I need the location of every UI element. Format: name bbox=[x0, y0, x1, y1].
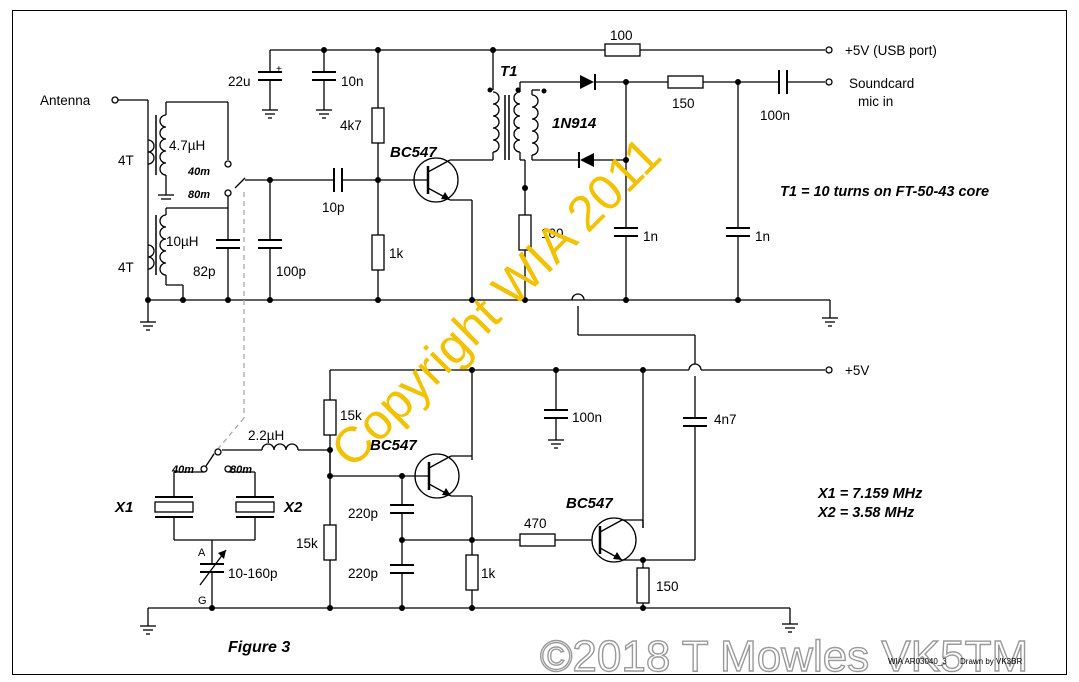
crystal-x2 bbox=[211, 471, 275, 564]
label-c82p: 82p bbox=[193, 264, 216, 279]
label-r150-bottom: 150 bbox=[656, 579, 679, 594]
figure-frame bbox=[12, 10, 1067, 675]
label-c10p: 10p bbox=[322, 200, 345, 215]
label-r100-collector: 100 bbox=[541, 226, 564, 241]
label-4t-lower: 4T bbox=[118, 260, 134, 275]
label-usb-supply: +5V (USB port) bbox=[845, 43, 937, 58]
label-r1k-bottom: 1k bbox=[481, 566, 496, 581]
label-d1: 1N914 bbox=[552, 115, 597, 132]
capacitor-10n bbox=[312, 71, 336, 119]
label-c1n-b: 1n bbox=[755, 229, 770, 244]
resistor-1k-bottom bbox=[465, 554, 479, 608]
diode-lower bbox=[578, 82, 627, 228]
label-l10: 10µH bbox=[166, 234, 199, 249]
crystal-x1 bbox=[154, 471, 255, 541]
label-c4n7: 4n7 bbox=[714, 412, 737, 427]
label-l47: 4.7µH bbox=[169, 138, 205, 153]
figure-caption: Figure 3 bbox=[228, 639, 290, 656]
label-mic-in: mic in bbox=[858, 94, 893, 109]
label-4t-upper: 4T bbox=[118, 153, 134, 168]
trimmer-capacitor bbox=[199, 549, 227, 608]
resistor-15k-lower bbox=[323, 524, 337, 608]
label-q2: BC547 bbox=[370, 437, 417, 454]
capacitor-220p-upper bbox=[390, 476, 414, 565]
resistor-1k-top bbox=[371, 234, 385, 300]
label-supply-bottom: +5V bbox=[845, 363, 869, 378]
ref-number: WIA AR03040_3 bbox=[888, 657, 947, 666]
label-q3: BC547 bbox=[566, 495, 613, 512]
label-trimmer-g: G bbox=[198, 595, 207, 607]
label-40m-bottom: 40m bbox=[171, 464, 194, 476]
transformer-t1 bbox=[492, 81, 580, 215]
label-antenna: Antenna bbox=[40, 93, 91, 108]
label-trimmer-a: A bbox=[198, 547, 206, 559]
label-c100n-top: 100n bbox=[760, 108, 790, 123]
capacitor-1n-b bbox=[726, 227, 750, 300]
resistor-15k-upper bbox=[323, 399, 337, 525]
capacitor-220p-lower bbox=[390, 539, 520, 608]
label-c220p-upper: 220p bbox=[348, 506, 378, 521]
capacitor-100p bbox=[258, 180, 282, 300]
watermark-tm: ©2018 T Mowles VK5TM bbox=[540, 632, 1028, 681]
label-c1n-a: 1n bbox=[643, 229, 658, 244]
crossover-wire bbox=[571, 293, 702, 418]
diode-upper bbox=[580, 74, 668, 90]
note-x2: X2 = 3.58 MHz bbox=[817, 505, 915, 521]
label-80m-top: 80m bbox=[188, 189, 210, 201]
note-t1: T1 = 10 turns on FT-50-43 core bbox=[780, 184, 989, 200]
label-plus: + bbox=[276, 64, 282, 75]
capacitor-100n-bottom bbox=[544, 409, 568, 449]
label-c100n-bottom: 100n bbox=[572, 410, 602, 425]
resistor-4k7 bbox=[371, 107, 385, 235]
watermark-wia: Copyright WIA 2011 bbox=[320, 126, 671, 477]
label-r4k7: 4k7 bbox=[340, 118, 362, 133]
transistor-q3 bbox=[591, 517, 644, 568]
label-trimmer: 10-160p bbox=[228, 566, 278, 581]
label-r470: 470 bbox=[524, 516, 547, 531]
label-q1: BC547 bbox=[390, 144, 437, 161]
label-c100p: 100p bbox=[276, 264, 306, 279]
label-c10n: 10n bbox=[341, 74, 364, 89]
note-x1: X1 = 7.159 MHz bbox=[817, 486, 923, 502]
label-x1: X1 bbox=[114, 499, 133, 516]
label-c220p-lower: 220p bbox=[348, 566, 378, 581]
label-r15k-upper: 15k bbox=[340, 408, 362, 423]
label-r15k-lower: 15k bbox=[296, 536, 318, 551]
capacitor-1n-a bbox=[614, 227, 638, 300]
ground-rail-top bbox=[140, 299, 838, 331]
usb-supply-rail bbox=[269, 43, 833, 108]
label-c22u: 22u bbox=[228, 74, 251, 89]
resistor-150-top bbox=[667, 70, 833, 228]
antenna-input bbox=[111, 96, 149, 300]
label-80m-bottom: 80m bbox=[230, 464, 252, 476]
transistor-q2 bbox=[329, 450, 473, 555]
drawn-by: Drawn by VK3BR bbox=[960, 657, 1022, 666]
ground-rail-bottom bbox=[140, 607, 798, 635]
label-l2u2: 2.2µH bbox=[248, 428, 284, 443]
label-r150-top: 150 bbox=[672, 96, 695, 111]
inductor-2u2 bbox=[200, 443, 330, 473]
label-x2: X2 bbox=[283, 499, 303, 516]
supply-rail-bottom bbox=[329, 366, 833, 528]
label-t1: T1 bbox=[500, 63, 518, 80]
capacitor-22u bbox=[258, 71, 282, 119]
capacitor-10p bbox=[270, 168, 378, 192]
label-soundcard: Soundcard bbox=[849, 76, 914, 91]
label-40m-top: 40m bbox=[187, 166, 210, 178]
resistor-150-bottom bbox=[636, 567, 650, 608]
label-r1k-top: 1k bbox=[389, 246, 404, 261]
antenna-coils bbox=[147, 101, 270, 300]
label-r100-usb: 100 bbox=[610, 28, 633, 43]
resistor-470 bbox=[519, 533, 600, 547]
junction-dots-top bbox=[145, 47, 741, 303]
capacitor-4n7 bbox=[643, 417, 707, 561]
resistor-100-top bbox=[518, 214, 532, 300]
transistor-q1 bbox=[378, 157, 493, 300]
